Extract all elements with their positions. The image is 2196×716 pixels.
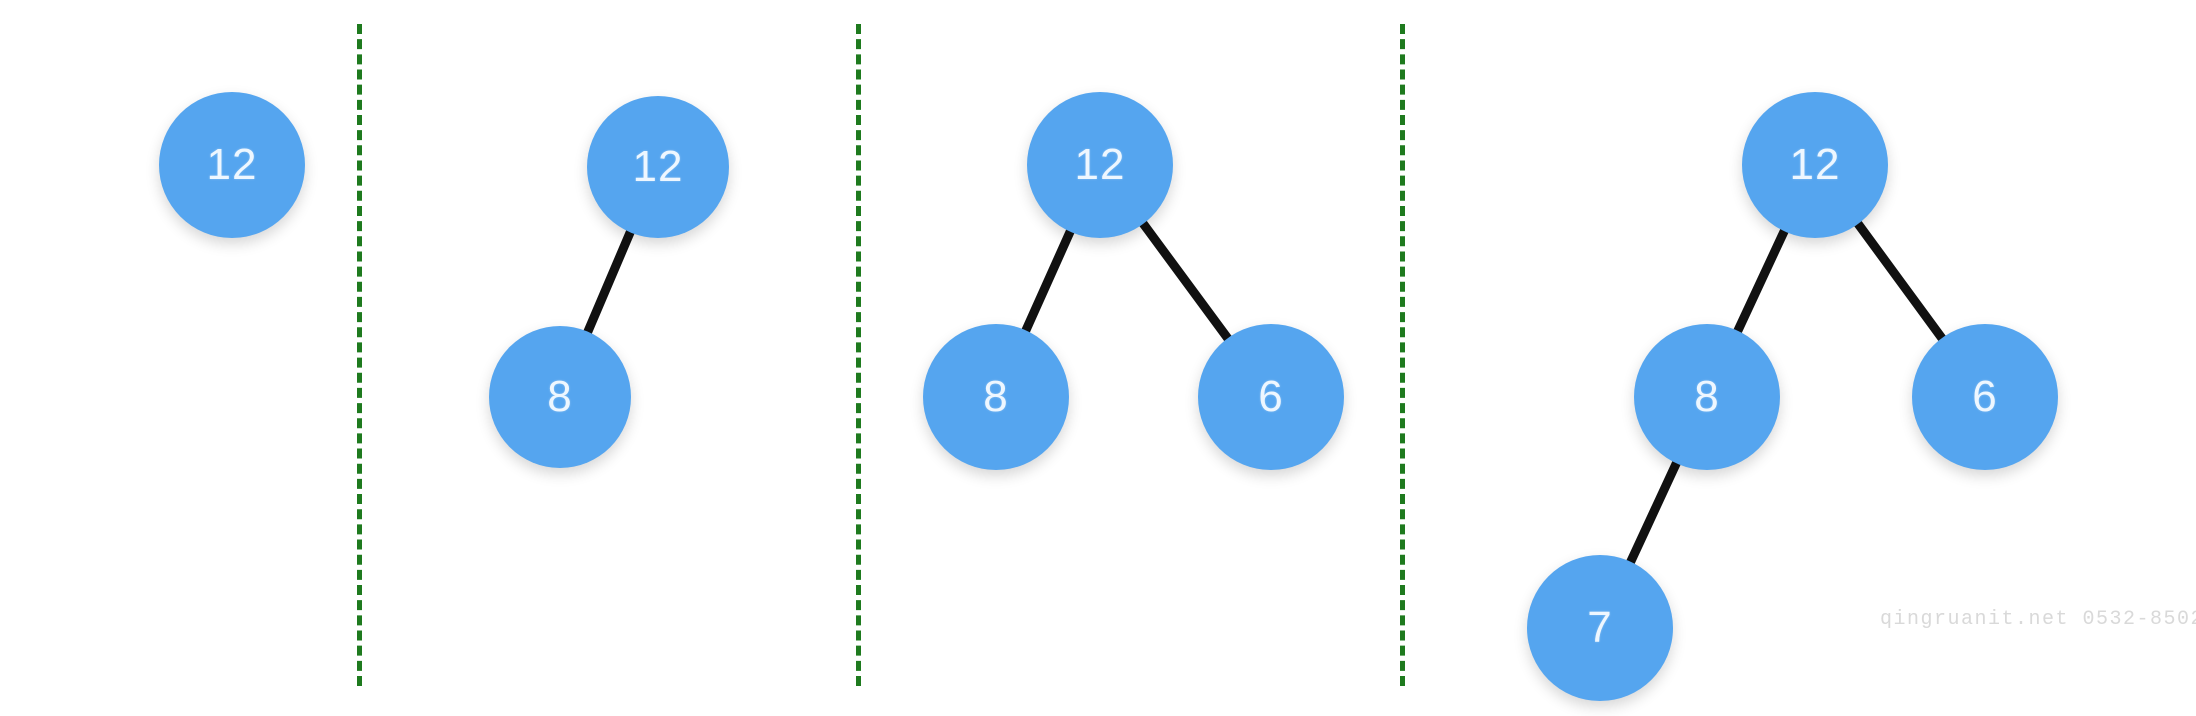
- divider-3: [1400, 24, 1405, 686]
- tree-node-label: 8: [1694, 372, 1720, 421]
- tree-node[interactable]: 12: [587, 96, 729, 238]
- tree-node[interactable]: 12: [1742, 92, 1888, 238]
- tree-node[interactable]: 6: [1912, 324, 2058, 470]
- tree-node-label: 12: [206, 140, 258, 189]
- watermark-text: qingruanit.net 0532-85025005: [1880, 608, 2196, 631]
- tree-edge: [1019, 223, 1077, 339]
- tree-edge: [1731, 223, 1791, 339]
- tree-edge: [1136, 216, 1235, 346]
- tree-node-label: 12: [1789, 140, 1841, 189]
- tree-node-label: 12: [1074, 140, 1126, 189]
- tree-node[interactable]: 8: [1634, 324, 1780, 470]
- tree-node[interactable]: 8: [489, 326, 631, 468]
- tree-edge: [1624, 455, 1683, 570]
- tree-node-label: 8: [983, 372, 1009, 421]
- tree-node[interactable]: 8: [923, 324, 1069, 470]
- tree-node-label: 6: [1972, 372, 1998, 421]
- tree-node-label: 12: [632, 142, 684, 191]
- divider-2: [856, 24, 861, 686]
- divider-1: [357, 24, 362, 686]
- tree-edge: [581, 224, 637, 340]
- tree-node[interactable]: 12: [1027, 92, 1173, 238]
- tree-node[interactable]: 7: [1527, 555, 1673, 701]
- tree-node-label: 8: [547, 372, 573, 421]
- tree-node-label: 6: [1258, 372, 1284, 421]
- tree-node[interactable]: 6: [1198, 324, 1344, 470]
- tree-node[interactable]: 12: [159, 92, 305, 238]
- tree-node-label: 7: [1587, 603, 1613, 652]
- tree-edge: [1851, 216, 1949, 346]
